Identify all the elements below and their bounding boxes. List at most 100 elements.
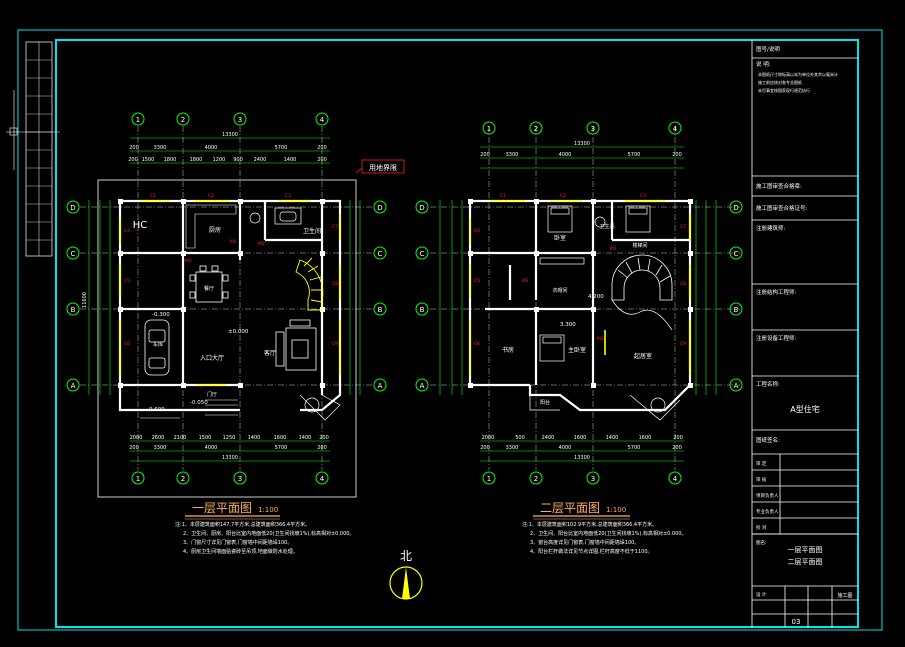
plan1-title: 一层平面图 [192,501,252,515]
p1-bot-main-3: 4000 [205,445,218,451]
p2-room-master: 主卧室 [568,346,586,354]
svg-text:C5: C5 [474,278,480,284]
plan1-room-labels: 厨房 卫生间 餐厅 车库 入口大厅 客厅 门厅 HC [133,220,321,398]
tb-role-2: 审 核 [756,476,767,483]
plan2-dim-lines [439,146,717,462]
p2-bot-dim-1: 2000 [482,435,495,441]
p2-bot-dim-4: 1600 [574,435,587,441]
tb-drawing-name-2: 二层平面图 [788,558,823,566]
tb-row-5: 注册设备工程师: [756,334,797,342]
p2-top-dim-3: 4000 [559,152,572,158]
plan1-columns [118,199,325,388]
p1-axis-1-top: 1 [136,116,140,124]
p2-room-study: 书房 [502,346,514,354]
plan2-axis-bubbles [415,121,743,485]
p1-top-dim-1: 200 [129,145,139,151]
p1-axis-B-right: B [378,306,383,314]
p1-axis-2-top: 2 [181,116,185,124]
plan2-windows [469,200,691,375]
p1-top-sub-4: 1800 [190,157,203,163]
p2-top-total: 13300 [574,141,590,147]
plan2-spiral-stair [611,254,673,331]
p1-room-entry-hall: 入口大厅 [200,354,224,362]
tb-note-2: 施工前应核对各专业图纸 [758,79,802,85]
svg-text:M2: M2 [522,278,529,284]
p1-axis-C-left: C [71,250,76,258]
p2-bot-main-5: 200 [672,445,682,451]
site-boundary-line [97,179,357,498]
p1-room-garage: 车库 [153,341,163,348]
p2-note-1: 注:1、本层建筑面积102.9平方米,总建筑面积366.4平方米。 [522,521,657,528]
p2-axis-1-bottom: 1 [487,475,491,483]
plan2-title: 二层平面图 [540,501,600,515]
plan1-dim-lines [88,137,361,462]
p2-bot-total: 13300 [574,455,590,461]
p2-axis-2-top: 2 [534,125,538,133]
north-arrow: 北 [389,549,423,600]
car-icon [144,319,170,376]
p1-level-3: -0.050 [190,400,208,406]
p2-room-balcony: 阳台 [540,399,550,406]
p1-bot-dim-4: 1500 [199,435,212,441]
p1-top-sub-8: 1400 [284,157,297,163]
plan1-dim-text: 13300 200 3300 4000 5700 200 200 1500 18… [82,132,329,461]
p2-level-2: 4.200 [588,294,604,300]
plan-2[interactable]: 1 2 3 4 1 2 3 4 D C B A D C B A [415,121,743,555]
plan2-balcony [529,394,681,421]
p2-axis-B-left: B [420,306,425,314]
p1-bot-main-1: 200 [129,445,139,451]
plan2-levels: 3.300 4.200 [560,294,604,328]
p1-room-hc: HC [133,220,148,231]
p1-top-total: 13300 [222,132,238,138]
plan-1[interactable]: 用地界限 1 2 3 4 1 [66,112,405,555]
p1-top-sub-9: 200 [317,157,327,163]
p1-axis-D-right: D [377,204,382,212]
p2-axis-D-left: D [419,204,424,212]
plan2-columns [468,199,693,388]
tb-role-1: 审 定 [756,460,767,467]
svg-text:M3: M3 [597,336,604,342]
plan1-notes: 注:1、本层建筑面积147.7平方米,总建筑面积366.4平方米。 2、卫生间、… [175,521,354,555]
svg-text:C9: C9 [680,341,686,347]
p1-axis-A-right: A [378,382,383,390]
p2-bot-dim-2: 500 [515,435,525,441]
tb-role-4: 专业负责人 [756,508,779,515]
tb-note-3: 未尽事宜按国家现行规范执行 [758,87,810,93]
p1-bot-main-4: 5700 [275,445,288,451]
tb-row-1: 施工图审查合格章: [756,182,802,190]
p1-note-4: 4、厨房卫生间墙面贴瓷砖至吊顶,地面做防水处理。 [183,548,298,555]
p1-bot-dim-9: 200 [319,435,329,441]
p2-top-dim-2: 3300 [506,152,519,158]
tb-note-1: 本图纸尺寸除标高以米为单位外其余以毫米计 [758,71,838,77]
tb-role-5: 校 对 [756,524,767,531]
p1-bot-dim-7: 1600 [274,435,287,441]
p1-bot-main-5: 200 [317,445,327,451]
p2-top-dim-5: 200 [672,152,682,158]
p2-axis-B-right: B [734,306,739,314]
p1-axis-4-bottom: 4 [320,475,325,483]
p1-bot-main-2: 3300 [154,445,167,451]
p1-note-3: 3、门窗尺寸详见门窗表,门窗墙中间距墙垛100。 [183,539,292,546]
p1-axis-D-left: D [70,204,75,212]
p1-top-sub-3: 1800 [164,157,177,163]
plan2-dim-text: 13300 200 3300 4000 5700 200 2000 500 24… [480,141,683,461]
p2-axis-4-top: 4 [673,125,678,133]
sofa-set-icon [275,319,317,371]
svg-text:C8: C8 [680,281,686,287]
p1-room-foyer: 门厅 [207,391,217,398]
svg-text:M1: M1 [610,246,617,252]
plan1-bath-fixtures [249,207,302,225]
plan2-beds [539,205,651,362]
svg-text:C6: C6 [474,341,480,347]
p1-top-sub-5: 1200 [213,157,226,163]
p1-top-sub-2: 1500 [142,157,155,163]
p1-top-dim-4: 5700 [275,145,288,151]
sheet-outer-frame [17,29,883,631]
boundary-tag-box [361,159,405,174]
tb-row-3: 注册建筑师: [756,224,786,232]
p1-top-sub-7: 2400 [254,157,267,163]
p1-bot-dim-1: 2000 [130,435,143,441]
